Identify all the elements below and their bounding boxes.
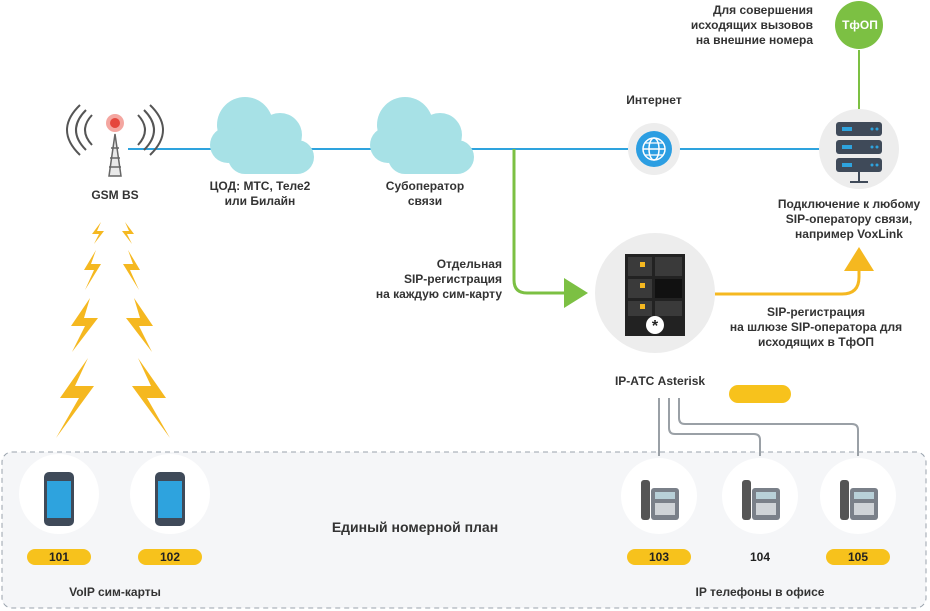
suboperator-label-line: связи: [407, 194, 443, 208]
extension-badge-102: 102: [138, 549, 202, 565]
numbering-plan-label: Единый номерной план: [331, 519, 499, 535]
svg-text:*: *: [652, 318, 659, 335]
sim-registration-line: SIP-регистрация: [403, 272, 502, 286]
datacenter-label: ЦОД: МТС, Теле2 или Билайн: [195, 179, 325, 209]
pstn-caption-line: на внешние номера: [695, 33, 813, 47]
desk-phone-103-icon: [621, 458, 697, 534]
sip-provider-caption-line: например VoxLink: [795, 227, 903, 241]
sip-provider-caption-line: SIP-оператору связи,: [785, 212, 913, 226]
datacenter-label-line: ЦОД: МТС, Теле2: [209, 179, 311, 193]
asterisk-pbx-icon: *: [595, 233, 715, 353]
sip-server-icon: [819, 109, 899, 189]
smartphone-101-icon: [19, 454, 99, 534]
datacenter-label-line: или Билайн: [224, 194, 296, 208]
gsm-label: GSM BS: [91, 188, 139, 202]
desk-phone-104-icon: [722, 458, 798, 534]
status-pill: [729, 385, 791, 403]
pstn-label: ТфОП: [842, 18, 878, 32]
radio-signal-right-icon: [122, 222, 170, 438]
pstn-circle: [835, 1, 883, 49]
extension-badge-104: 104: [749, 550, 771, 564]
datacenter-cloud-icon: [210, 97, 314, 174]
gateway-registration-line: на шлюзе SIP-оператора для: [729, 320, 903, 334]
pbx-phone-wiring: [658, 398, 859, 456]
radio-signal-left-icon: [56, 222, 104, 438]
sim-registration-line: на каждую сим-карту: [375, 287, 502, 301]
sim-registration-caption: Отдельная SIP-регистрация на каждую сим-…: [350, 257, 502, 302]
gateway-registration-arrow: [715, 247, 874, 296]
internet-globe-icon: [628, 123, 680, 175]
pstn-caption: Для совершения исходящих вызовов на внеш…: [660, 3, 813, 48]
pstn-caption-line: Для совершения: [712, 3, 813, 17]
gateway-registration-line: SIP-регистрация: [766, 305, 866, 319]
suboperator-cloud-icon: [370, 97, 474, 174]
voip-sims-caption: VoIP сим-карты: [69, 585, 161, 599]
sip-provider-caption-line: Подключение к любому: [777, 197, 921, 211]
suboperator-label-line: Субоператор: [385, 179, 465, 193]
smartphone-102-icon: [130, 454, 210, 534]
desk-phone-105-icon: [820, 458, 896, 534]
gateway-registration-line: исходящих в ТфОП: [757, 335, 875, 349]
pstn-caption-line: исходящих вызовов: [690, 18, 813, 32]
extension-badge-101: 101: [27, 549, 91, 565]
extension-badge-105: 105: [826, 549, 890, 565]
internet-label: Интернет: [626, 93, 682, 107]
suboperator-label: Субоператор связи: [370, 179, 480, 209]
sim-registration-arrow: [512, 149, 588, 308]
sim-registration-line: Отдельная: [436, 257, 502, 271]
gateway-registration-caption: SIP-регистрация на шлюзе SIP-оператора д…: [716, 305, 916, 350]
extension-badge-103: 103: [627, 549, 691, 565]
gsm-tower-icon: [66, 104, 164, 177]
sip-provider-caption: Подключение к любому SIP-оператору связи…: [770, 197, 928, 242]
pbx-label: IP-АТС Asterisk: [614, 374, 706, 388]
office-phones-caption: IP телефоны в офисе: [695, 585, 825, 599]
